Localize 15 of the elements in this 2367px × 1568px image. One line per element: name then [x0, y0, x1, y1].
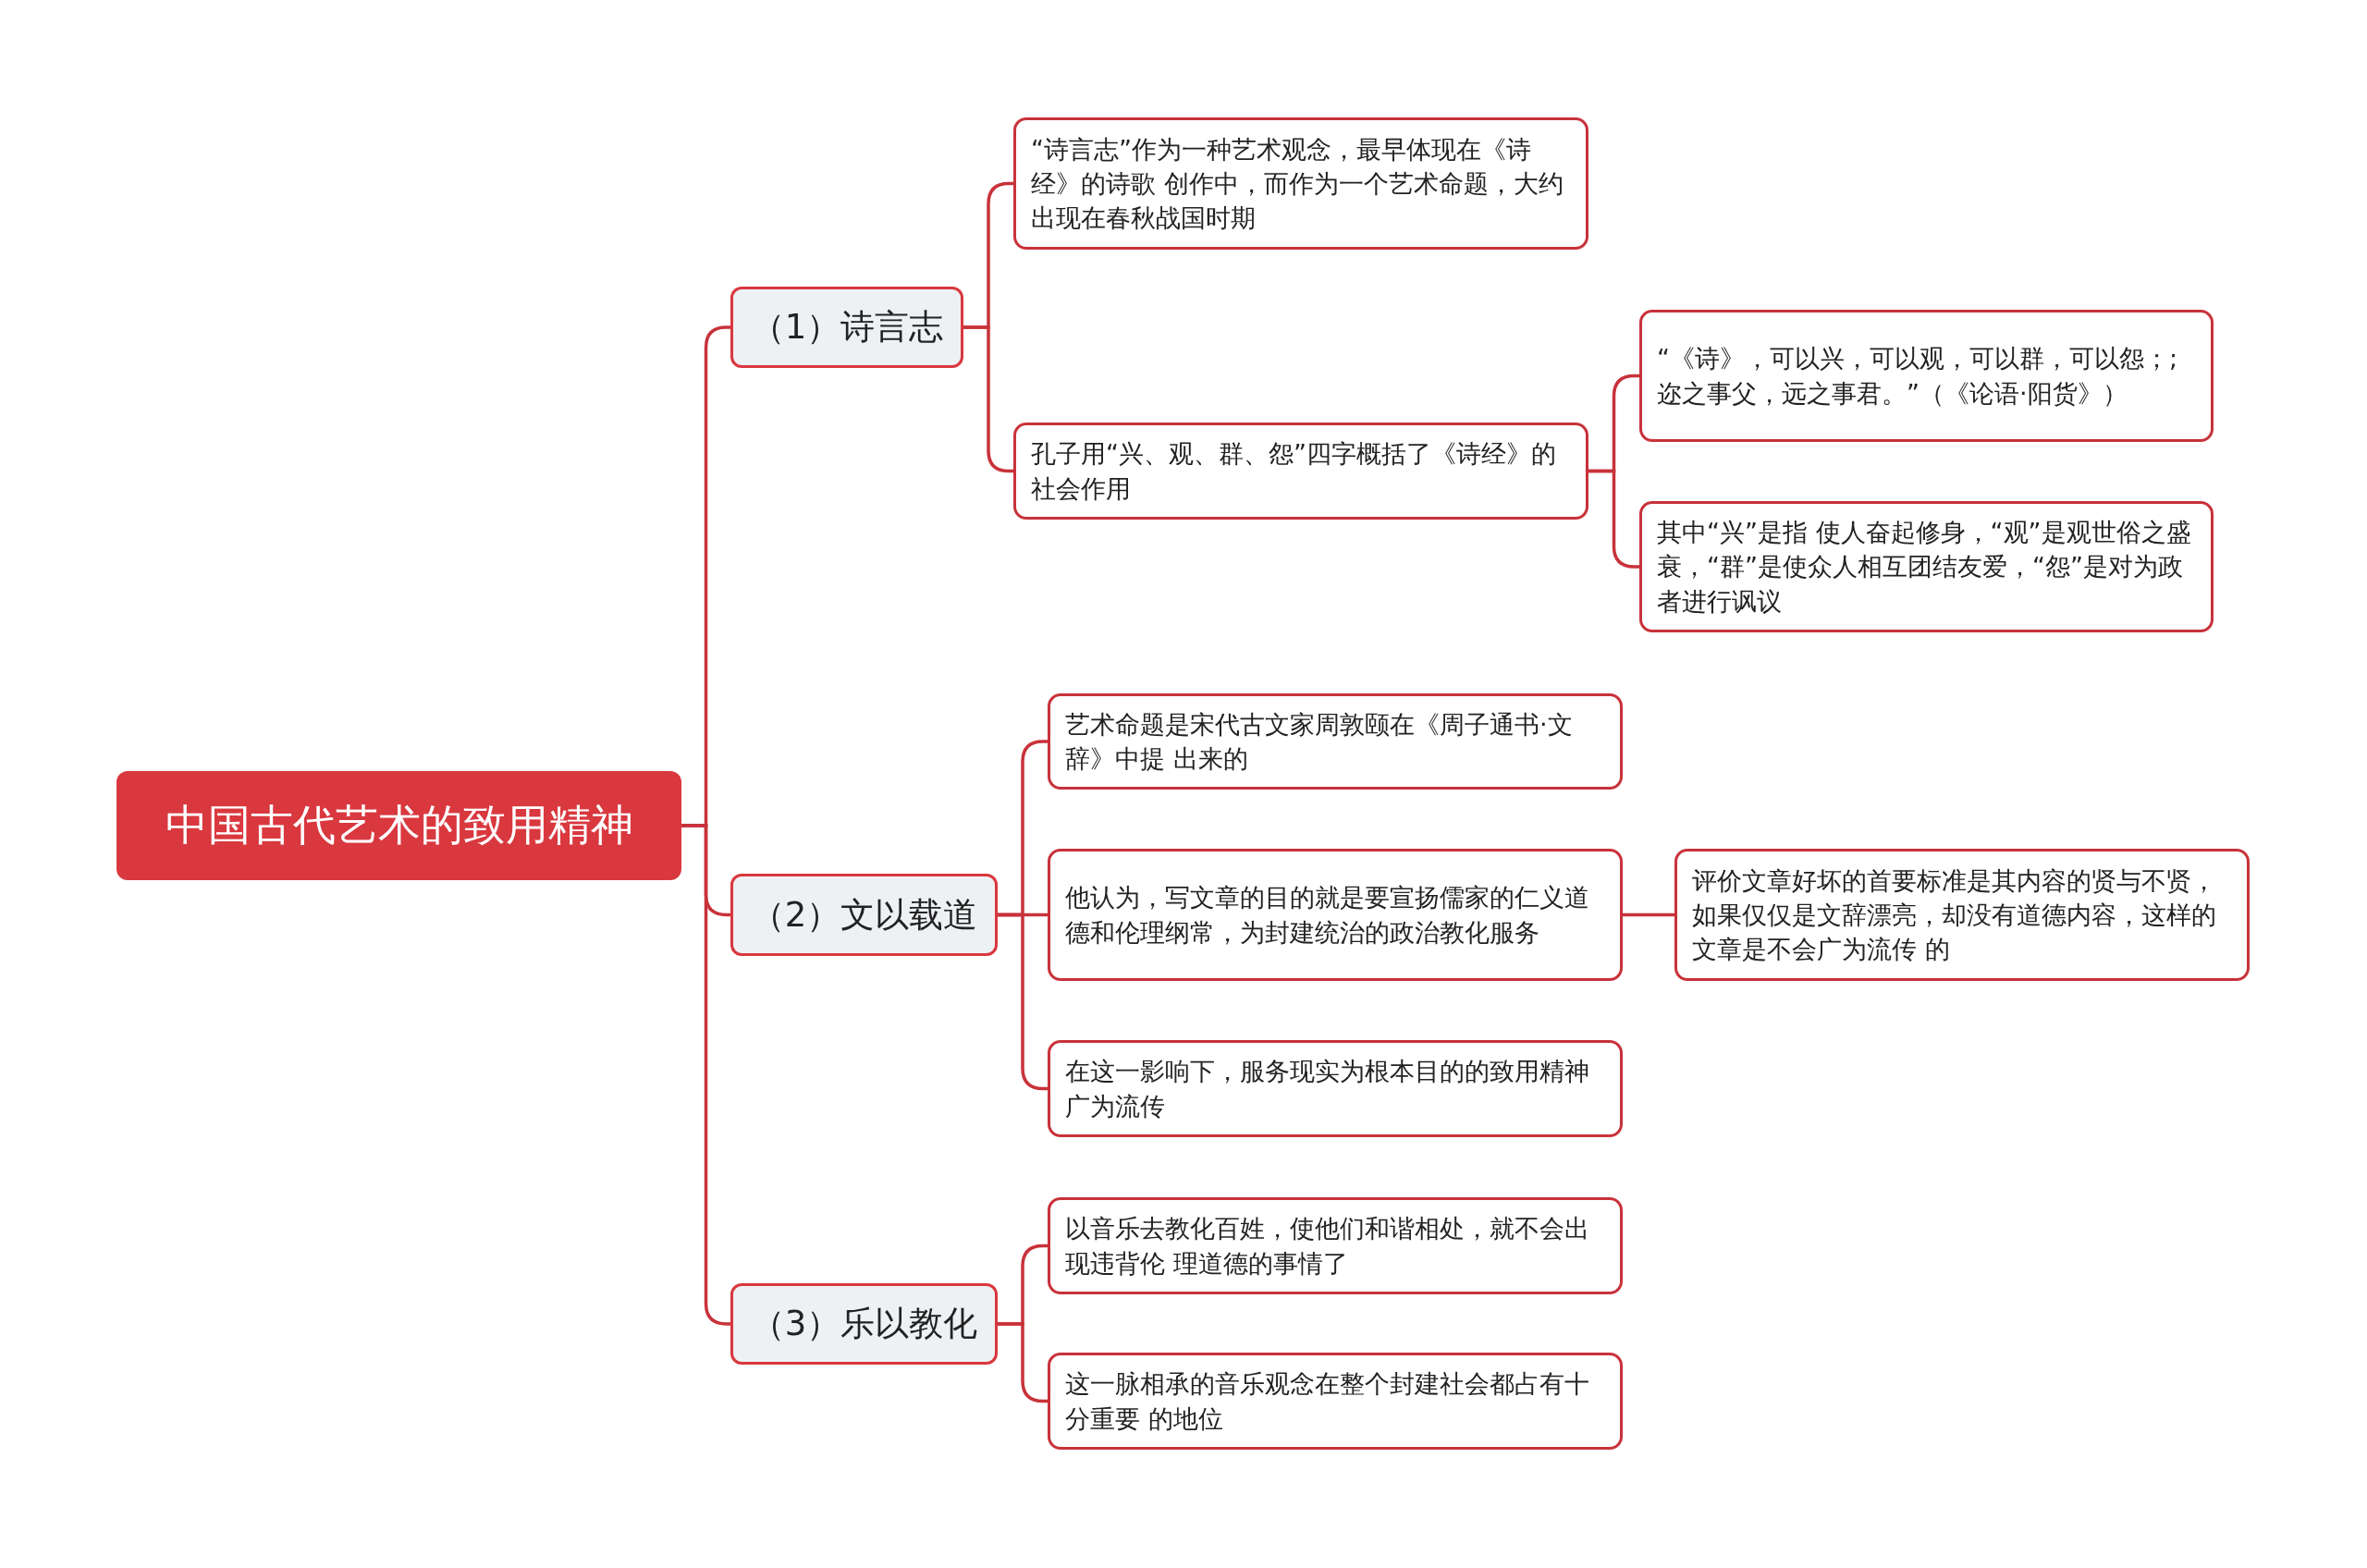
branch-box: （2）文以载道 [730, 874, 998, 956]
note-box: 其中“兴”是指 使人奋起修身，“观”是观世俗之盛衰，“群”是使众人相互团结友爱，“怨”是对为政者进行讽议 [1639, 501, 2214, 632]
note-box: 艺术命题是宋代古文家周敦颐在《周子通书·文辞》中提 出来的 [1048, 693, 1623, 790]
note-box: “《诗》，可以兴，可以观，可以群，可以怨；;迩之事父，远之事君。”（《论语·阳货》） [1639, 310, 2214, 442]
connector-line [1623, 913, 1674, 917]
note-box: 在这一影响下，服务现实为根本目的的致用精神广为流传 [1048, 1040, 1623, 1137]
note-box: 这一脉相承的音乐观念在整个封建社会都占有十分重要 的地位 [1048, 1353, 1623, 1450]
topic-box: 中国古代艺术的致用精神 [117, 771, 681, 880]
note-box: 以音乐去教化百姓，使他们和谐相处，就不会出现违背伦 理道德的事情了 [1048, 1197, 1623, 1294]
note-box: 他认为，写文章的目的就是要宣扬儒家的仁义道德和伦理纲常，为封建统治的政治教化服务 [1048, 849, 1623, 981]
note-box: 孔子用“兴、观、群、怨”四字概括了《诗经》的社会作用 [1013, 423, 1588, 520]
branch-box: （1）诗言志 [730, 287, 963, 368]
note-box: 评价文章好坏的首要标准是其内容的贤与不贤，如果仅仅是文辞漂亮，却没有道德内容，这样的文章是不会广为流传 的 [1674, 849, 2250, 981]
note-box: “诗言志”作为一种艺术观念，最早体现在《诗经》的诗歌 创作中，而作为一个艺术命题，大约出现在春秋战国时期 [1013, 117, 1588, 250]
branch-box: （3）乐以教化 [730, 1283, 998, 1365]
